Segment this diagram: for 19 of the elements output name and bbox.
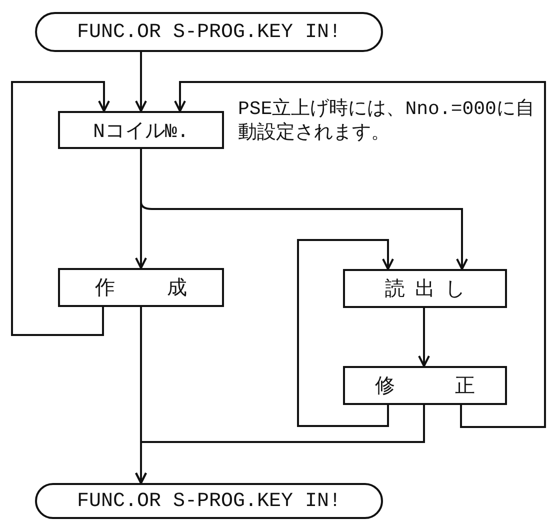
- box-label: FUNC.OR S-PROG.KEY IN!: [76, 20, 342, 44]
- process-box: [343, 366, 507, 405]
- box-label: Nコイル№.: [92, 120, 189, 144]
- box-label: 修正: [375, 375, 535, 399]
- flow-arrow: [135, 52, 147, 112]
- box-label: FUNC.OR S-PROG.KEY IN!: [76, 490, 342, 512]
- terminal-box: [35, 483, 383, 519]
- process-box: [58, 268, 224, 307]
- flow-arrow: [297, 239, 394, 427]
- box-label: 読出し: [385, 278, 475, 302]
- process-box: [343, 269, 507, 308]
- note-text: PSE立上げ時には、Nno.=000に自動設定されます。: [238, 98, 536, 146]
- terminal-box: [35, 12, 383, 52]
- flow-arrow: [418, 308, 430, 367]
- flow-arrow: [135, 307, 147, 484]
- flow-arrow: [174, 81, 546, 428]
- box-label: 作成: [95, 276, 239, 301]
- flow-arrow: [11, 81, 110, 336]
- process-box: [58, 111, 224, 149]
